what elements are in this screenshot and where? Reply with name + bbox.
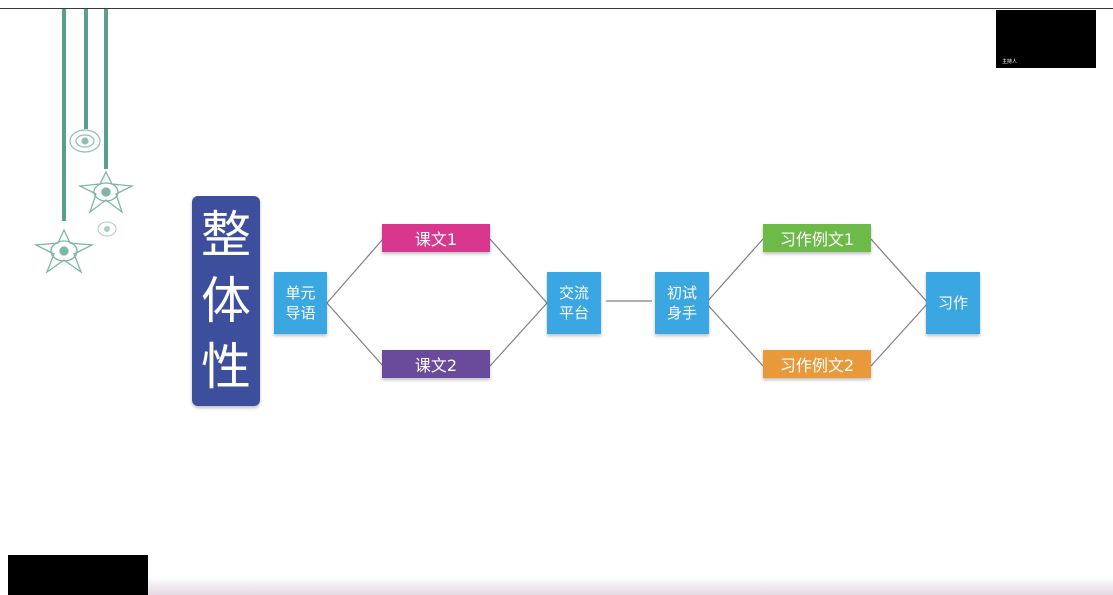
connector-line [326, 302, 384, 367]
node-first-try: 初试 身手 [655, 272, 709, 334]
ornament-string [62, 9, 66, 221]
node-exchange-platform: 交流 平台 [547, 272, 601, 334]
connector-line [489, 238, 548, 304]
node-writing: 习作 [926, 272, 980, 334]
flower-ornament-icon [33, 228, 95, 274]
title-char: 体 [201, 272, 251, 330]
connector-line [705, 238, 764, 304]
camera-preview[interactable]: 主持人 [996, 10, 1096, 68]
connector-line [326, 238, 384, 304]
connector-line [489, 302, 548, 367]
node-text2: 课文2 [382, 350, 490, 378]
connector-line [870, 302, 929, 367]
flower-ornament-icon [77, 170, 135, 214]
title-char: 性 [201, 338, 251, 396]
connector-line [705, 302, 764, 367]
bottom-decoration [148, 578, 1113, 595]
flower-ornament-icon [69, 129, 101, 153]
video-overlay [8, 555, 148, 595]
ornament-string [104, 9, 108, 169]
node-unit-intro: 单元 导语 [274, 272, 327, 334]
node-example1: 习作例文1 [763, 224, 871, 252]
flower-ornament-icon [97, 221, 117, 237]
connector-line [870, 238, 929, 304]
camera-label: 主持人 [1002, 59, 1018, 65]
node-text1: 课文1 [382, 224, 490, 252]
node-example2: 习作例文2 [763, 350, 871, 378]
title-char: 整 [201, 206, 251, 264]
title-box: 整 体 性 [192, 196, 260, 406]
top-border-line [0, 8, 1113, 9]
ornament-string [84, 9, 88, 129]
